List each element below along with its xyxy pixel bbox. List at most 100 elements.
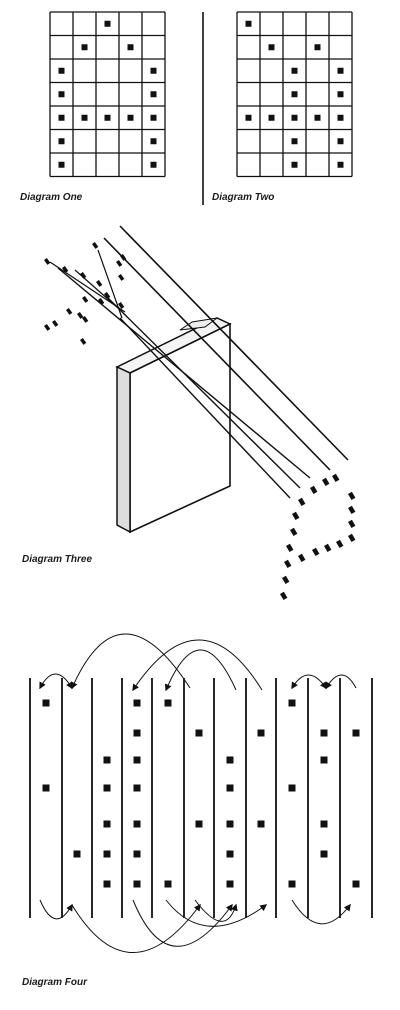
diagram-two-grid <box>236 11 353 178</box>
projection-dot <box>323 543 332 553</box>
ray-line <box>97 249 123 319</box>
projection-dot <box>286 543 294 553</box>
swap-arc <box>325 674 357 690</box>
swap-arc <box>132 899 233 947</box>
grid-dot <box>291 138 298 145</box>
projection-dot <box>348 491 356 501</box>
grid-dot <box>58 114 65 121</box>
strip-dot <box>352 729 360 737</box>
projection-dot <box>347 519 356 529</box>
projection-dot <box>80 271 87 279</box>
grid-dot <box>337 91 344 98</box>
projection-dot <box>348 505 356 515</box>
grid-dot <box>58 91 65 98</box>
strip-dot <box>288 784 296 792</box>
strip-dot <box>42 699 50 707</box>
projection-dot <box>335 539 344 549</box>
strip-dot <box>195 729 203 737</box>
strip-dot <box>226 756 234 764</box>
grid-dot <box>150 114 157 121</box>
strip-dot <box>133 729 141 737</box>
swap-arc <box>194 899 238 922</box>
large-projection <box>280 473 356 601</box>
diagram-two-caption: Diagram Two <box>212 192 274 203</box>
strip-dot <box>133 850 141 858</box>
strip-dot <box>320 756 328 764</box>
projection-dot <box>282 575 290 585</box>
strip-dot <box>73 850 81 858</box>
strip-dot <box>103 820 111 828</box>
strip-dot <box>133 820 141 828</box>
projection-dot <box>347 533 356 543</box>
grid-dot <box>314 44 321 51</box>
projection-dot <box>80 337 87 345</box>
projection-dot <box>298 497 306 507</box>
projection-dot <box>332 473 340 483</box>
strip-dot <box>164 880 172 888</box>
grid-dot <box>104 114 111 121</box>
swap-arc <box>291 674 327 690</box>
swap-arc <box>291 899 351 925</box>
grid-dot <box>58 161 65 168</box>
ray-line <box>103 237 331 471</box>
ray-line <box>119 225 349 461</box>
grid-dot <box>127 44 134 51</box>
grid-dot <box>268 114 275 121</box>
swap-arc <box>71 903 201 953</box>
grid-dot <box>150 161 157 168</box>
strip-dot <box>133 699 141 707</box>
grid-dot <box>150 91 157 98</box>
strip-dot <box>133 880 141 888</box>
swap-arc <box>39 673 73 690</box>
projection-dot <box>310 485 318 495</box>
strip-dot <box>288 699 296 707</box>
strip-dot <box>226 784 234 792</box>
grid-dot <box>291 91 298 98</box>
projection-dot <box>51 319 59 327</box>
grid-dot <box>58 138 65 145</box>
grid-dot <box>81 44 88 51</box>
grid-dot <box>245 20 252 27</box>
swap-arc <box>164 649 237 692</box>
projection-dot <box>96 279 103 287</box>
projection-dot <box>119 253 127 261</box>
projection-dot <box>311 547 320 557</box>
projection-dot <box>98 297 105 305</box>
strip-dot <box>103 756 111 764</box>
grid-dot <box>150 67 157 74</box>
strip-dot <box>42 784 50 792</box>
strip-dot <box>257 820 265 828</box>
grid-dot <box>314 114 321 121</box>
projection-dot <box>66 307 73 315</box>
projection-dot <box>43 323 51 331</box>
strip-dot <box>226 820 234 828</box>
swap-arc <box>165 899 268 927</box>
strip-dot <box>288 880 296 888</box>
card-side <box>116 365 131 534</box>
strip-dot <box>195 820 203 828</box>
strip-dot <box>352 880 360 888</box>
strip-dot <box>164 699 172 707</box>
grid-dot <box>291 161 298 168</box>
ray-line <box>119 317 291 499</box>
projection-dot <box>292 511 300 521</box>
projection-dot <box>82 295 89 303</box>
diagram-three-caption: Diagram Three <box>22 554 92 565</box>
swap-arc <box>71 633 191 690</box>
grid-dot <box>127 114 134 121</box>
grid-dot <box>104 20 111 27</box>
diagram-four-arcs <box>39 633 357 953</box>
grid-dot <box>291 114 298 121</box>
strip-dot <box>103 880 111 888</box>
projection-dot <box>116 259 123 267</box>
projection-dot <box>290 527 298 537</box>
diagram-four-caption: Diagram Four <box>22 977 88 988</box>
projection-dot <box>322 477 330 487</box>
strip-dot <box>257 729 265 737</box>
grid-dot <box>245 114 252 121</box>
strip-dot <box>226 880 234 888</box>
grid-dot <box>268 44 275 51</box>
grid-dot <box>150 138 157 145</box>
strip-dot <box>103 850 111 858</box>
